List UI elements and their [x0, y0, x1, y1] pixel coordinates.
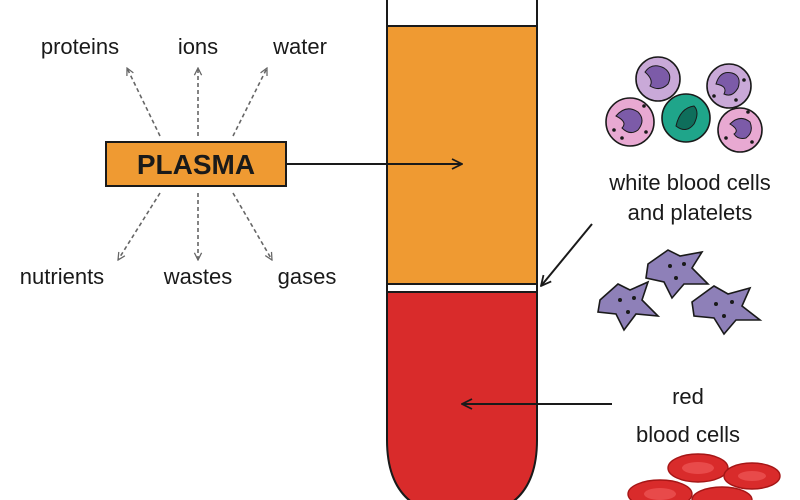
nutrients-arrow — [118, 192, 161, 260]
test-tube — [386, 0, 538, 500]
plasma-label-box: PLASMA — [105, 141, 287, 187]
water-arrow — [232, 68, 268, 137]
component-arrows — [118, 68, 272, 260]
red-cell — [667, 453, 729, 483]
platelet — [645, 249, 710, 300]
white-cell — [706, 63, 752, 109]
white-cell — [717, 107, 763, 153]
white-cell — [661, 93, 711, 143]
platelets-illustration — [597, 249, 763, 336]
white-cell — [605, 97, 655, 147]
white-cells-arrow — [541, 223, 593, 286]
platelet — [597, 280, 661, 332]
label-ions: ions — [178, 34, 218, 59]
white-cell — [635, 56, 681, 102]
white-cells-label-line2: and platelets — [628, 200, 753, 225]
red-cells-label-line2: blood cells — [636, 422, 740, 447]
red-cells-label-line1: red — [672, 384, 704, 409]
red-cell-layer — [386, 291, 538, 500]
white-blood-cells-illustration — [605, 56, 763, 153]
label-wastes: wastes — [163, 264, 232, 289]
plasma-box — [105, 141, 287, 187]
red-cell — [627, 479, 693, 500]
red-blood-cells-illustration — [627, 453, 781, 500]
tube-empty-top — [386, 0, 538, 27]
plasma-label: PLASMA — [137, 149, 255, 180]
red-cell — [723, 462, 781, 490]
platelet — [691, 285, 763, 336]
label-proteins: proteins — [41, 34, 119, 59]
white-cells-label-line1: white blood cells — [608, 170, 770, 195]
proteins-arrow — [127, 68, 161, 137]
label-gases: gases — [278, 264, 337, 289]
red-cell — [691, 486, 753, 500]
buffy-coat-layer — [386, 283, 538, 293]
plasma-layer — [386, 25, 538, 285]
label-nutrients: nutrients — [20, 264, 104, 289]
label-water: water — [272, 34, 327, 59]
gases-arrow — [232, 192, 272, 260]
